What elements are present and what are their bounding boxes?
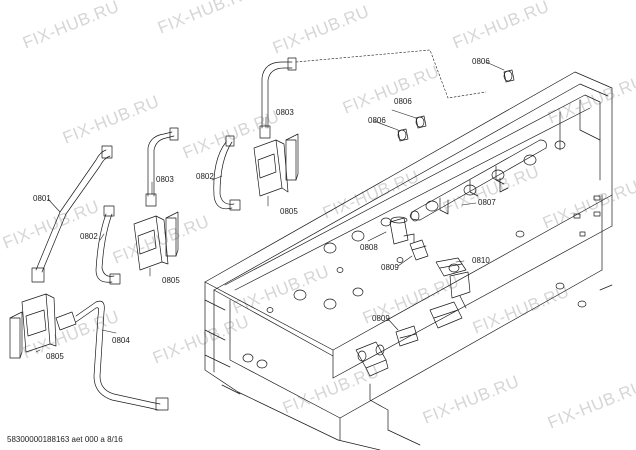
callout-0806: 0806 — [368, 116, 386, 125]
callout-0806: 0806 — [394, 97, 412, 106]
fittings-cluster — [355, 216, 471, 377]
valve-middle-assembly — [95, 127, 179, 285]
callout-0805: 0805 — [46, 352, 64, 361]
valve-right-assembly — [213, 57, 299, 211]
valve-left-assembly — [9, 145, 169, 411]
callout-0801: 0801 — [33, 194, 51, 203]
manifold-tube — [409, 139, 547, 222]
callout-0802: 0802 — [80, 232, 98, 241]
chassis-frame — [204, 71, 613, 450]
small-fittings — [397, 69, 515, 142]
callout-0803: 0803 — [156, 175, 174, 184]
callout-0808: 0808 — [360, 243, 378, 252]
callout-0807: 0807 — [478, 198, 496, 207]
callout-0803: 0803 — [276, 108, 294, 117]
callout-0809: 0809 — [372, 314, 390, 323]
callout-0810: 0810 — [472, 256, 490, 265]
callout-0802: 0802 — [196, 172, 214, 181]
callout-0805: 0805 — [280, 207, 298, 216]
document-footer-code: 58300000188163 aet 000 a 8/16 — [7, 435, 123, 444]
leader-lines — [35, 49, 505, 353]
callout-0805: 0805 — [162, 276, 180, 285]
callout-0809: 0809 — [381, 263, 399, 272]
callout-0804: 0804 — [112, 336, 130, 345]
callout-0806: 0806 — [472, 57, 490, 66]
